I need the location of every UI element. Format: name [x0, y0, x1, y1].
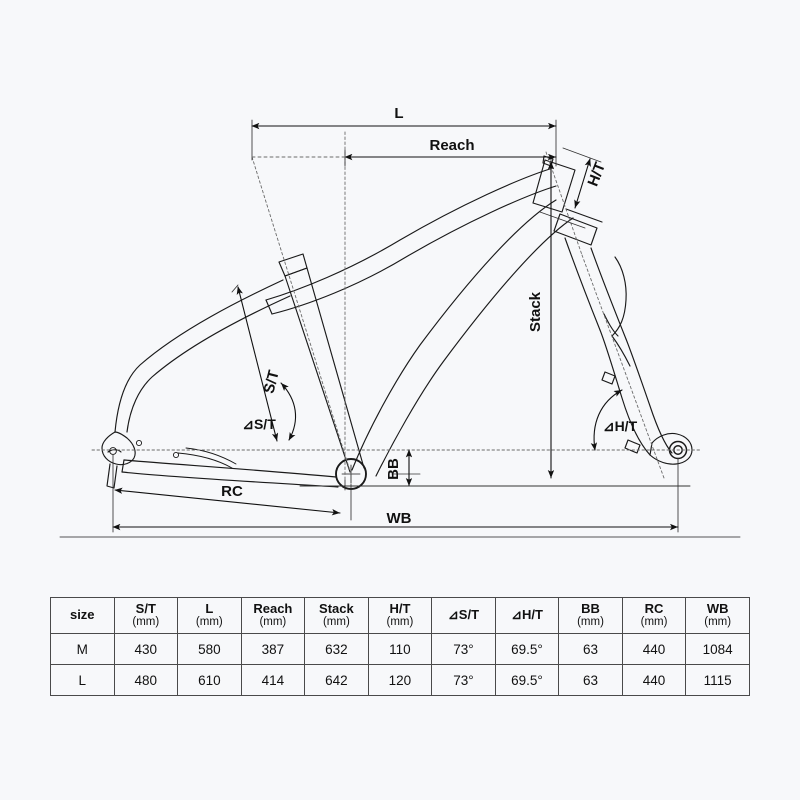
down-tube [351, 199, 574, 477]
rear-dropout [101, 431, 136, 489]
col-stack-unit: (mm) [322, 616, 350, 629]
table-row: M 430 580 387 632 110 73° 69.5° 63 440 1… [50, 633, 750, 665]
cell-l: 610 [177, 664, 242, 696]
cell-ht: 110 [367, 633, 433, 665]
cell-wb: 1115 [685, 664, 750, 696]
label-l: L [394, 105, 403, 122]
col-reach-unit: (mm) [259, 616, 287, 629]
col-rc: RC (mm) [621, 597, 687, 634]
col-bb-label: BB [581, 600, 600, 616]
fork-crown [553, 208, 603, 246]
cell-bb: 63 [558, 664, 623, 696]
col-l-unit: (mm) [195, 616, 223, 629]
label-rc: RC [221, 483, 243, 500]
cell-angle-st: 73° [431, 633, 496, 665]
table-body: M 430 580 387 632 110 73° 69.5° 63 440 1… [50, 633, 750, 696]
cell-rc: 440 [621, 664, 687, 696]
col-angle-ht-label: ⊿H/T [511, 607, 543, 623]
cell-stack: 642 [304, 664, 369, 696]
col-wb-label: WB [706, 600, 729, 616]
seat-stay [114, 279, 291, 433]
cell-bb: 63 [558, 633, 623, 665]
dimension-st [236, 286, 279, 442]
col-stack: Stack (mm) [304, 597, 369, 634]
extension-lines [112, 119, 679, 533]
col-bb: BB (mm) [558, 597, 623, 634]
cell-angle-st: 73° [431, 664, 496, 696]
col-st-unit: (mm) [132, 616, 160, 629]
col-angle-ht: ⊿H/T [494, 597, 560, 634]
cell-angle-ht: 69.5° [494, 633, 560, 665]
col-st-label: S/T [135, 600, 156, 616]
geometry-table-container: size S/T (mm) L (mm) Reach (mm) [50, 597, 750, 696]
col-reach: Reach (mm) [240, 597, 306, 634]
cell-ht: 120 [367, 664, 433, 696]
rear-axle-mark [109, 447, 117, 455]
head-tube [532, 159, 576, 213]
frame-geometry-drawing: L Reach H/T Stack S/T ⊿S/T ⊿H/T BB RC WB [59, 105, 741, 538]
col-l-label: L [205, 600, 214, 616]
table-row: L 480 610 414 642 120 73° 69.5° 63 440 1… [50, 664, 750, 696]
label-wb: WB [387, 510, 412, 527]
col-wb-unit: (mm) [704, 616, 732, 629]
top-tube [265, 167, 557, 315]
label-bb: BB [385, 458, 402, 480]
cell-l: 580 [177, 633, 242, 665]
seat-tube [284, 267, 365, 473]
col-st: S/T (mm) [113, 597, 179, 634]
col-bb-unit: (mm) [577, 616, 604, 629]
col-stack-label: Stack [319, 600, 354, 616]
cell-st: 430 [113, 633, 179, 665]
col-rc-label: RC [644, 600, 664, 616]
col-ht-label: H/T [389, 600, 411, 616]
col-angle-st-label: ⊿S/T [447, 607, 480, 623]
chain-stay [121, 459, 339, 488]
dimension-ht [574, 158, 591, 209]
cell-size: M [50, 633, 115, 665]
rear-brake-mounts [135, 439, 237, 469]
cell-rc: 440 [621, 633, 687, 665]
cell-wb: 1084 [685, 633, 750, 665]
label-st: S/T [261, 369, 283, 396]
col-ht: H/T (mm) [367, 597, 433, 634]
col-rc-unit: (mm) [640, 616, 668, 629]
col-l: L (mm) [177, 597, 242, 634]
dimension-rc [114, 487, 341, 516]
col-reach-label: Reach [253, 600, 293, 616]
cell-reach: 414 [240, 664, 306, 696]
suspension-fork [564, 237, 673, 456]
col-size: size [50, 597, 115, 634]
label-angle-ht: ⊿H/T [603, 418, 638, 434]
col-wb: WB (mm) [685, 597, 750, 634]
cell-st: 480 [113, 664, 179, 696]
cell-size: L [50, 664, 115, 696]
label-stack: Stack [527, 291, 544, 332]
label-reach: Reach [429, 137, 474, 154]
table-header-row: size S/T (mm) L (mm) Reach (mm) [50, 597, 750, 634]
frame-geometry-table: size S/T (mm) L (mm) Reach (mm) [50, 597, 750, 696]
cell-angle-ht: 69.5° [494, 664, 560, 696]
angle-arc-ht [590, 389, 623, 451]
label-angle-st: ⊿S/T [242, 416, 276, 432]
seat-clamp [278, 253, 308, 277]
col-size-label: size [69, 607, 95, 623]
cell-reach: 387 [240, 633, 306, 665]
angle-arc-st [280, 382, 297, 441]
col-angle-st: ⊿S/T [431, 597, 496, 634]
cell-stack: 632 [304, 633, 369, 665]
col-ht-unit: (mm) [386, 616, 414, 629]
table-header: size S/T (mm) L (mm) Reach (mm) [50, 597, 750, 634]
